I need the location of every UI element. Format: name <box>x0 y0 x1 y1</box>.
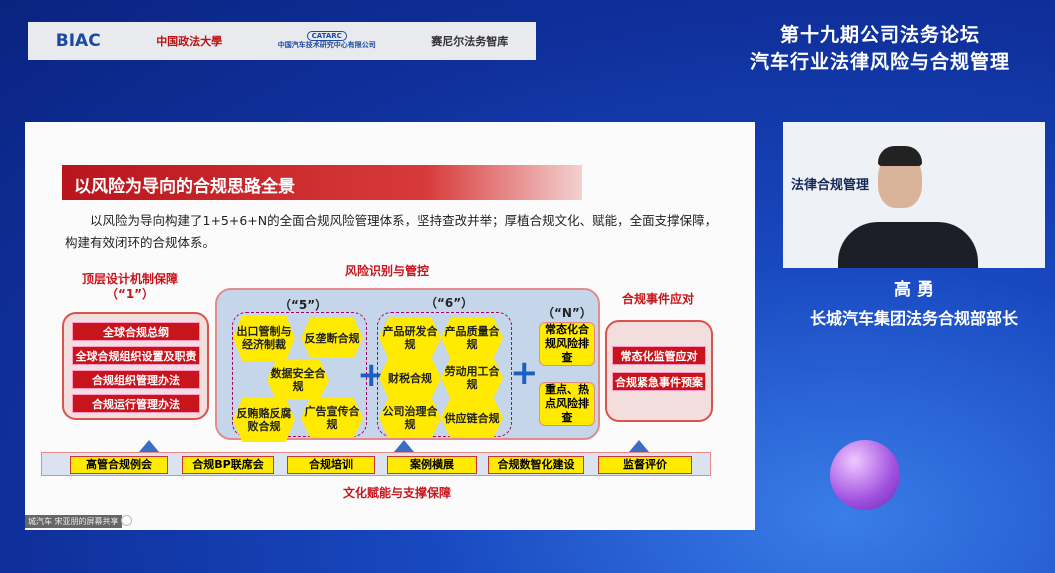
top-design-heading: 顶层设计机制保障 （“1”） <box>70 272 190 302</box>
speaker-name: 高 勇 <box>894 280 934 300</box>
hex-item: 公司治理合规 <box>379 398 441 438</box>
forum-line1: 第十九期公司法务论坛 <box>779 24 980 46</box>
events-heading: 合规事件应对 <box>622 292 695 306</box>
risk-heading: 风险识别与管控 <box>345 264 430 278</box>
hex-item: 劳动用工合规 <box>441 358 503 398</box>
hex-item: 产品研发合规 <box>379 318 441 358</box>
support-item: 合规数智化建设 <box>488 456 584 474</box>
forum-title: 第十九期公司法务论坛 汽车行业法律风险与合规管理 <box>750 22 1010 76</box>
support-item: 合规培训 <box>287 456 375 474</box>
top-design-item: 全球合规组织设置及职责 <box>72 346 200 365</box>
forum-line2: 汽车行业法律风险与合规管理 <box>749 51 1010 73</box>
hex-item: 广告宣传合规 <box>301 398 363 438</box>
decorative-sphere <box>830 440 900 510</box>
n-tag: （“N”） <box>542 306 592 320</box>
up-arrow-icon <box>629 440 649 452</box>
biac-logo: BIAC <box>55 31 101 51</box>
catarc-mark: CATARC <box>306 31 347 41</box>
hex-item: 反垄断合规 <box>301 318 363 358</box>
speaker-title: 长城汽车集团法务合规部部长 <box>809 309 1018 328</box>
synon-logo: 赛尼尔法务智库 <box>431 35 509 48</box>
hex-item: 数据安全合规 <box>267 360 329 400</box>
six-tag: （“6”） <box>425 296 474 310</box>
speaker-video: 法律合规管理 <box>783 122 1045 268</box>
top-design-tag: （“1”） <box>105 287 155 301</box>
support-item: 案例横展 <box>387 456 477 474</box>
risk-box: （“5”） 出口管制与经济制裁 反垄断合规 数据安全合规 反贿赂反腐败合规 广告… <box>215 288 600 442</box>
n-item: 常态化合规风险排查 <box>539 322 595 366</box>
catarc-name: 中国汽车技术研究中心有限公司 <box>277 41 376 49</box>
speaker-hair <box>878 146 922 166</box>
hex-item: 反贿赂反腐败合规 <box>233 398 295 442</box>
top-design-item: 合规运行管理办法 <box>72 394 200 413</box>
support-label: 文化赋能与支撑保障 <box>343 486 452 500</box>
support-item: 合规BP联席会 <box>182 456 274 474</box>
hex-item: 供应链合规 <box>441 398 503 438</box>
top-design-title: 顶层设计机制保障 <box>81 272 178 286</box>
five-tag: （“5”） <box>279 298 328 312</box>
hex-item: 产品质量合规 <box>441 318 503 358</box>
support-item: 高管合规例会 <box>70 456 168 474</box>
events-box: 常态化监管应对 合规紧急事件预案 <box>605 320 713 422</box>
shared-slide: 以风险为导向的合规思路全景 以风险为导向构建了1+5+6+N的全面合规风险管理体… <box>25 122 755 530</box>
up-arrow-icon <box>139 440 159 452</box>
six-group <box>377 312 512 437</box>
support-item: 监督评价 <box>598 456 692 474</box>
slide-title: 以风险为导向的合规思路全景 <box>62 165 582 200</box>
n-item: 重点、热点风险排查 <box>539 382 595 426</box>
hex-item: 出口管制与经济制裁 <box>233 315 295 361</box>
event-item: 合规紧急事件预案 <box>612 372 706 391</box>
plus-icon: + <box>510 353 539 393</box>
event-item: 常态化监管应对 <box>612 346 706 365</box>
up-arrow-icon <box>394 440 414 452</box>
support-bar: 高管合规例会 合规BP联席会 合规培训 案例横展 合规数智化建设 监督评价 <box>41 452 711 476</box>
video-backdrop-text: 法律合规管理 <box>791 178 870 193</box>
more-icon[interactable] <box>121 515 132 526</box>
hex-item: 财税合规 <box>379 358 441 398</box>
top-design-box: 全球合规总纲 全球合规组织设置及职责 合规组织管理办法 合规运行管理办法 <box>62 312 209 420</box>
top-design-item: 全球合规总纲 <box>72 322 200 341</box>
five-group <box>232 312 367 437</box>
cupl-logo: 中国政法大學 <box>156 35 223 48</box>
screen-share-bar[interactable]: 城汽车 宋亚朋的屏幕共享 <box>25 515 122 528</box>
top-design-item: 合规组织管理办法 <box>72 370 200 389</box>
speaker-body <box>838 222 978 268</box>
slide-paragraph: 以风险为导向构建了1+5+6+N的全面合规风险管理体系，坚持查改并举；厚植合规文… <box>65 213 718 250</box>
